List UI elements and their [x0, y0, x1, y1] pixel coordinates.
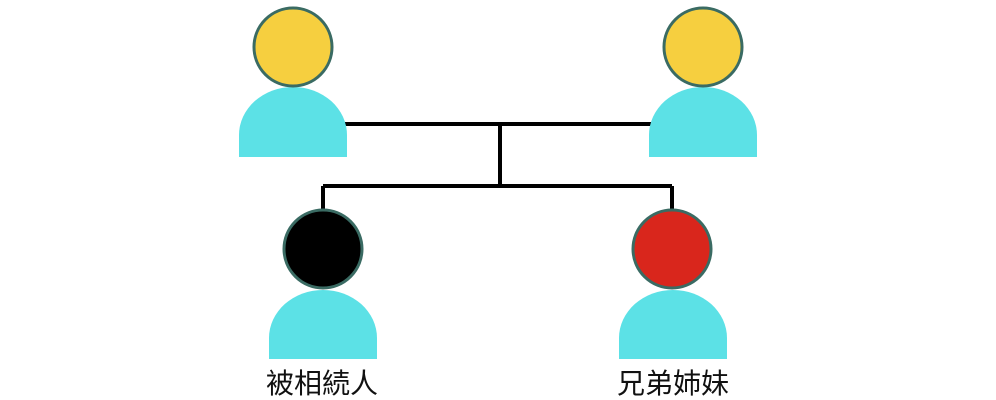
sibling-head: [631, 208, 713, 290]
parent-father-figure: [239, 6, 347, 157]
parent-mother-body: [649, 87, 757, 157]
decedent-body: [269, 290, 377, 359]
parent-father-body: [239, 87, 347, 157]
connector-lines: [321, 122, 674, 212]
parent-mother-figure: [649, 6, 757, 157]
decedent-figure: 被相続人: [266, 208, 378, 400]
decedent-head: [282, 208, 364, 290]
decedent-label: 被相続人: [266, 367, 378, 400]
sibling-label: 兄弟姉妹: [617, 367, 729, 400]
parent-mother-head: [662, 6, 744, 88]
sibling-figure: 兄弟姉妹: [617, 208, 729, 400]
parent-father-head: [252, 6, 334, 88]
sibling-body: [619, 290, 727, 359]
